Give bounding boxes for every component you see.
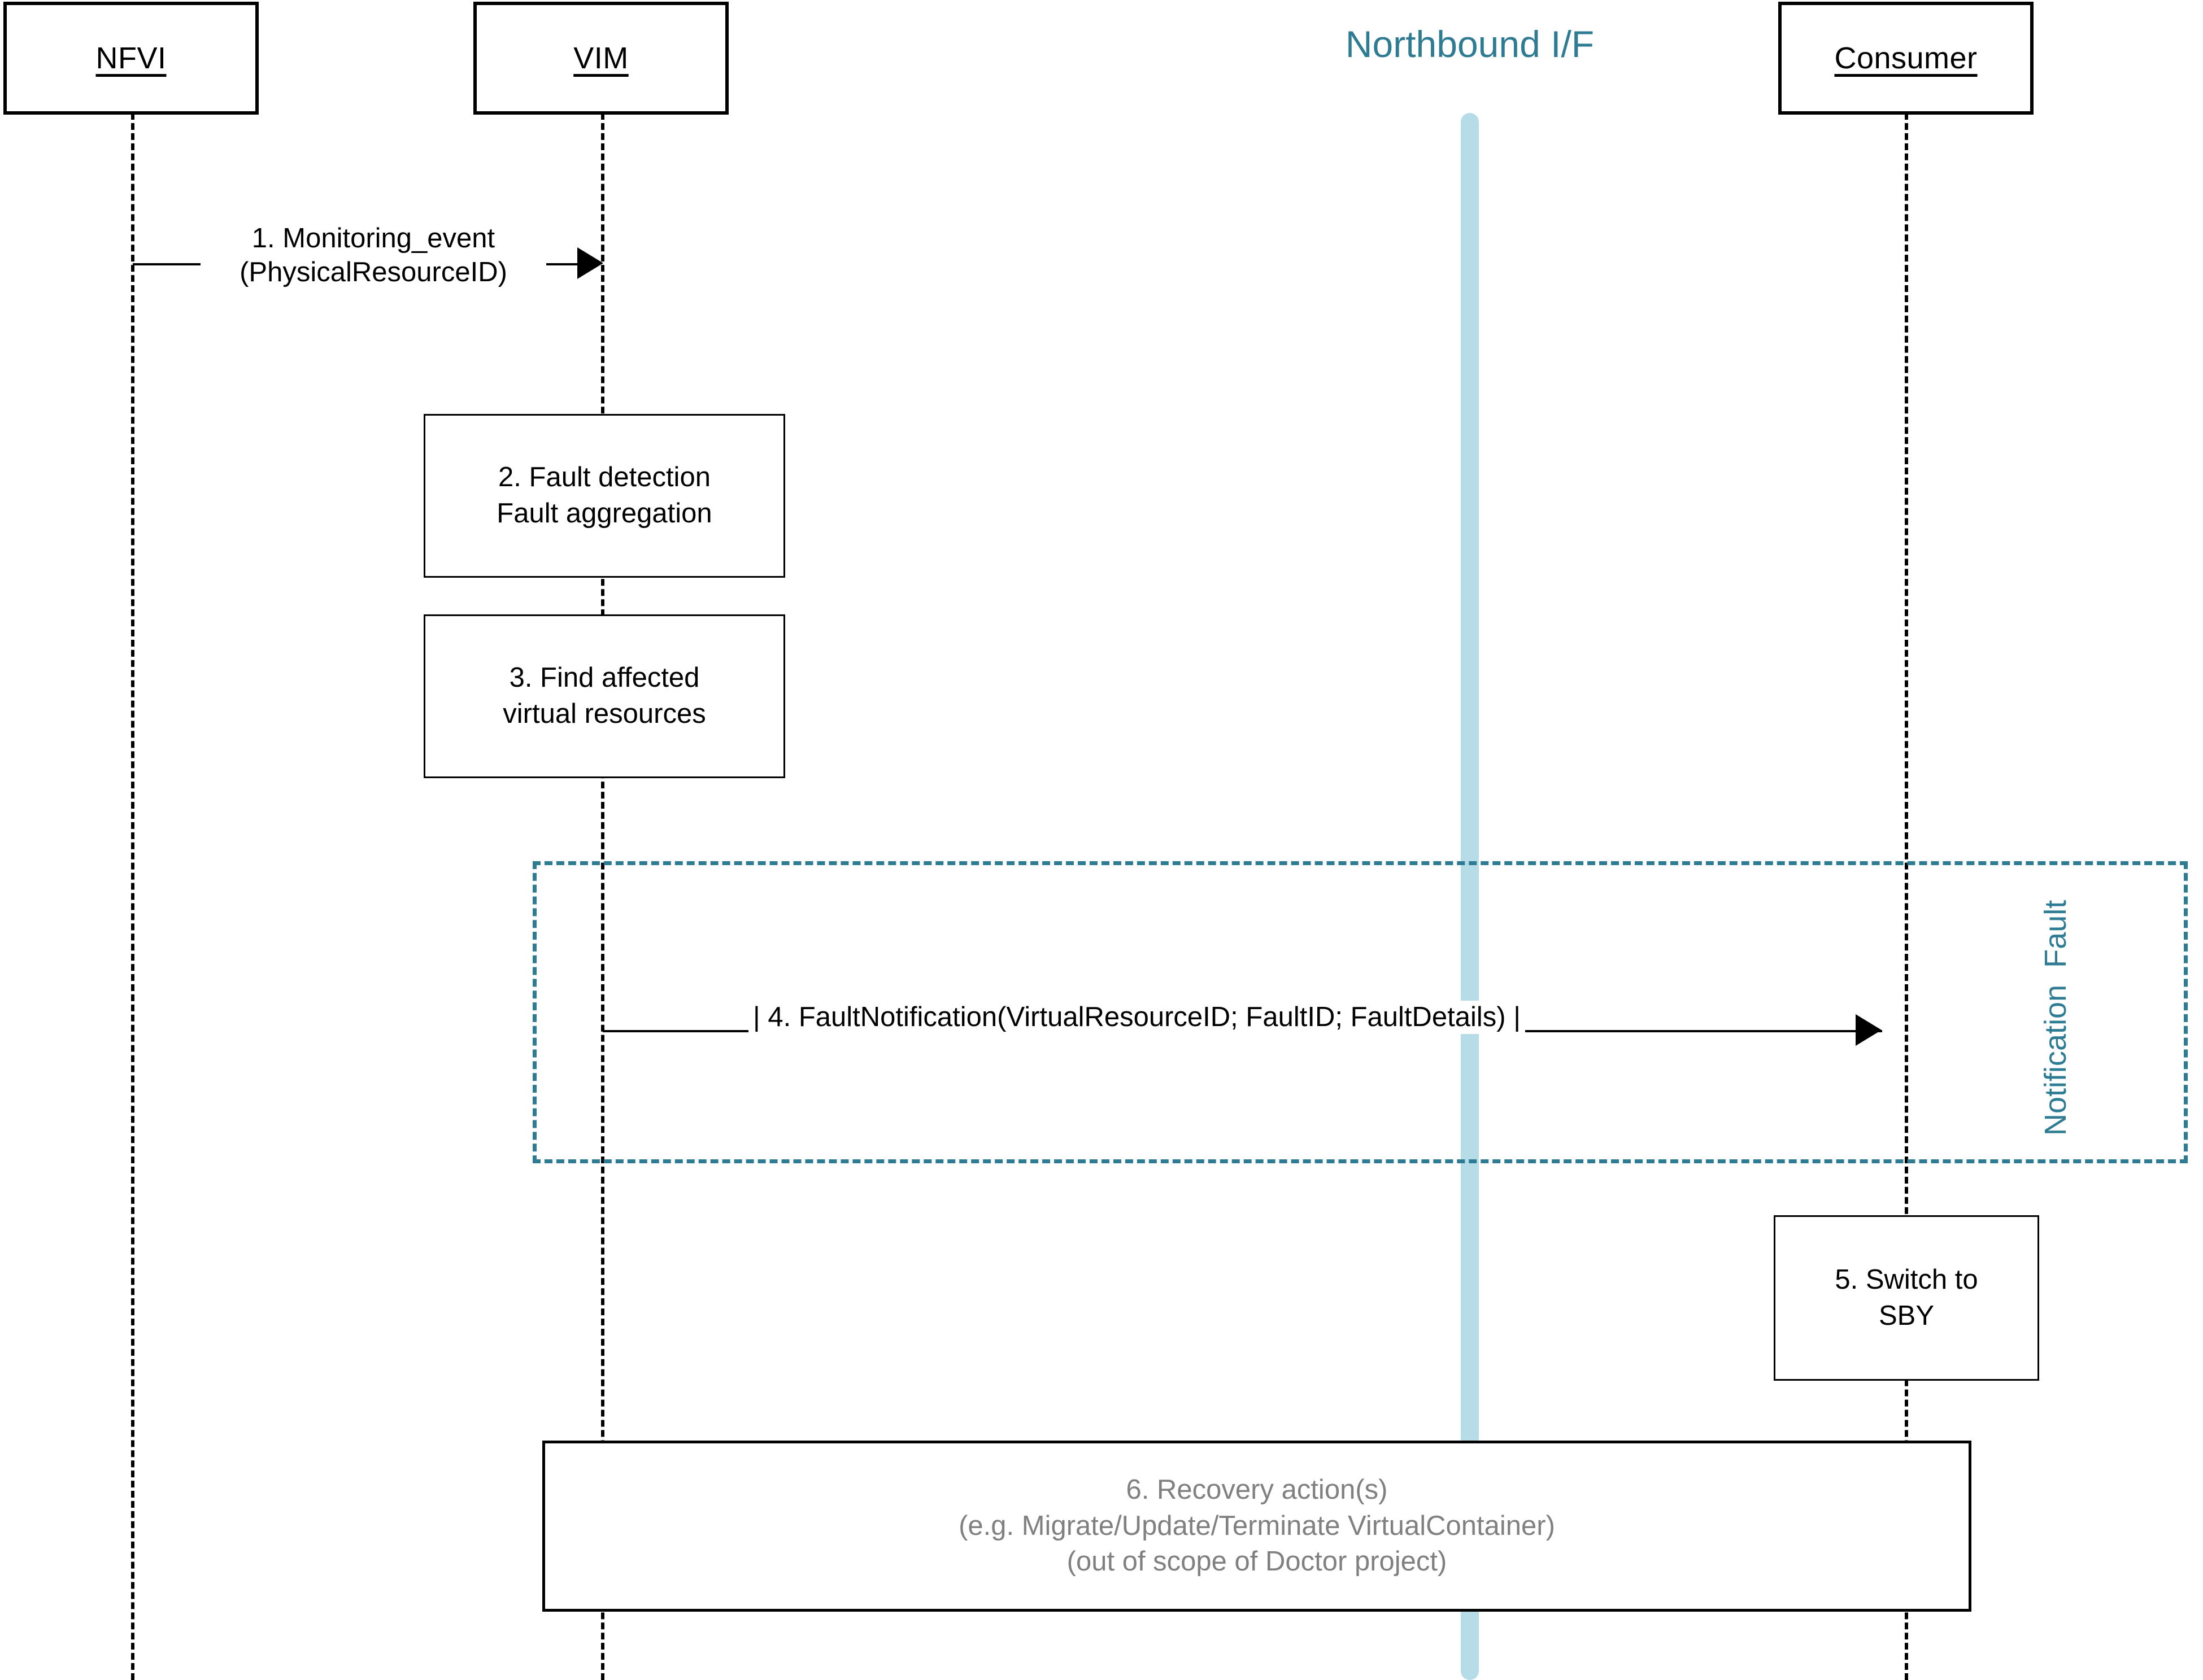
fault-notification-frame-label-line2: Fault	[2039, 900, 2073, 968]
lifeline-consumer	[1905, 113, 1908, 1680]
participant-consumer-label: Consumer	[1834, 41, 1978, 75]
fault-notification-frame-label: Notification Fault	[2037, 899, 2127, 1136]
action-box-6-line2: (e.g. Migrate/Update/Terminate VirtualCo…	[959, 1510, 1555, 1541]
participant-vim-label: VIM	[573, 41, 629, 75]
action-box-3-find-affected-resources[interactable]: 3. Find affected virtual resources	[424, 614, 785, 778]
action-box-6-line3: (out of scope of Doctor project)	[1066, 1546, 1447, 1577]
message-4-arrowhead	[1856, 1014, 1882, 1046]
participant-consumer[interactable]: Consumer	[1778, 2, 2034, 115]
message-4-label: | 4. FaultNotification(VirtualResourceID…	[748, 1001, 1525, 1034]
northbound-interface-bar	[1461, 113, 1479, 1680]
message-1-label: 1. Monitoring_event (PhysicalResourceID)	[201, 222, 546, 290]
message-1-label-line1: 1. Monitoring_event	[251, 223, 495, 254]
participant-nfvi-label: NFVI	[95, 41, 167, 75]
northbound-interface-title: Northbound I/F	[1345, 23, 1595, 65]
fault-notification-frame	[533, 861, 2188, 1163]
action-box-5-switch-to-sby[interactable]: 5. Switch to SBY	[1774, 1215, 2039, 1381]
participant-vim[interactable]: VIM	[473, 2, 729, 115]
action-box-2-line2: Fault aggregation	[497, 498, 712, 529]
action-box-3-line2: virtual resources	[503, 699, 706, 729]
message-1-arrowhead	[577, 247, 603, 279]
action-box-3-line1: 3. Find affected	[509, 662, 700, 693]
message-1-label-line2: (PhysicalResourceID)	[240, 256, 507, 287]
action-box-5-line1: 5. Switch to	[1835, 1264, 1978, 1295]
action-box-6-recovery-actions[interactable]: 6. Recovery action(s) (e.g. Migrate/Upda…	[542, 1441, 1971, 1612]
lifeline-vim	[601, 113, 604, 1680]
participant-nfvi[interactable]: NFVI	[3, 2, 259, 115]
lifeline-nfvi	[131, 113, 134, 1680]
action-box-2-line1: 2. Fault detection	[498, 462, 711, 493]
action-box-5-line2: SBY	[1878, 1300, 1935, 1331]
action-box-2-fault-detection[interactable]: 2. Fault detection Fault aggregation	[424, 414, 785, 578]
action-box-6-line1: 6. Recovery action(s)	[1126, 1474, 1388, 1505]
fault-notification-frame-label-line1: Notification	[2039, 984, 2073, 1136]
